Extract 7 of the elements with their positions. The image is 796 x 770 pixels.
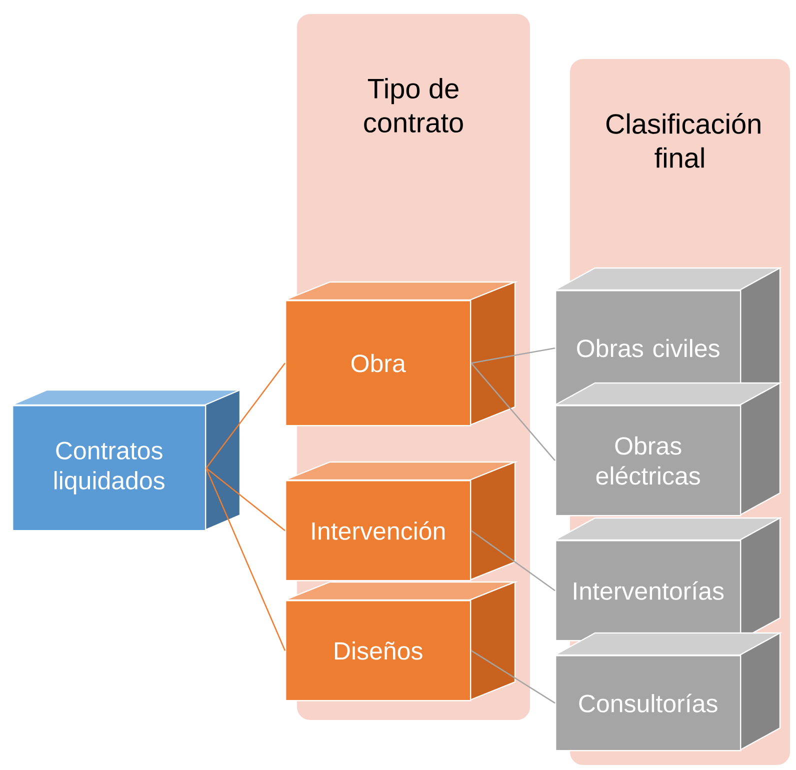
connector-line	[470, 650, 556, 704]
connector-line	[470, 362, 556, 462]
connector-line	[470, 530, 556, 592]
connector-line	[471, 347, 556, 364]
connector-line	[206, 468, 286, 651]
connector-line	[206, 468, 286, 532]
connector-line	[206, 362, 286, 468]
